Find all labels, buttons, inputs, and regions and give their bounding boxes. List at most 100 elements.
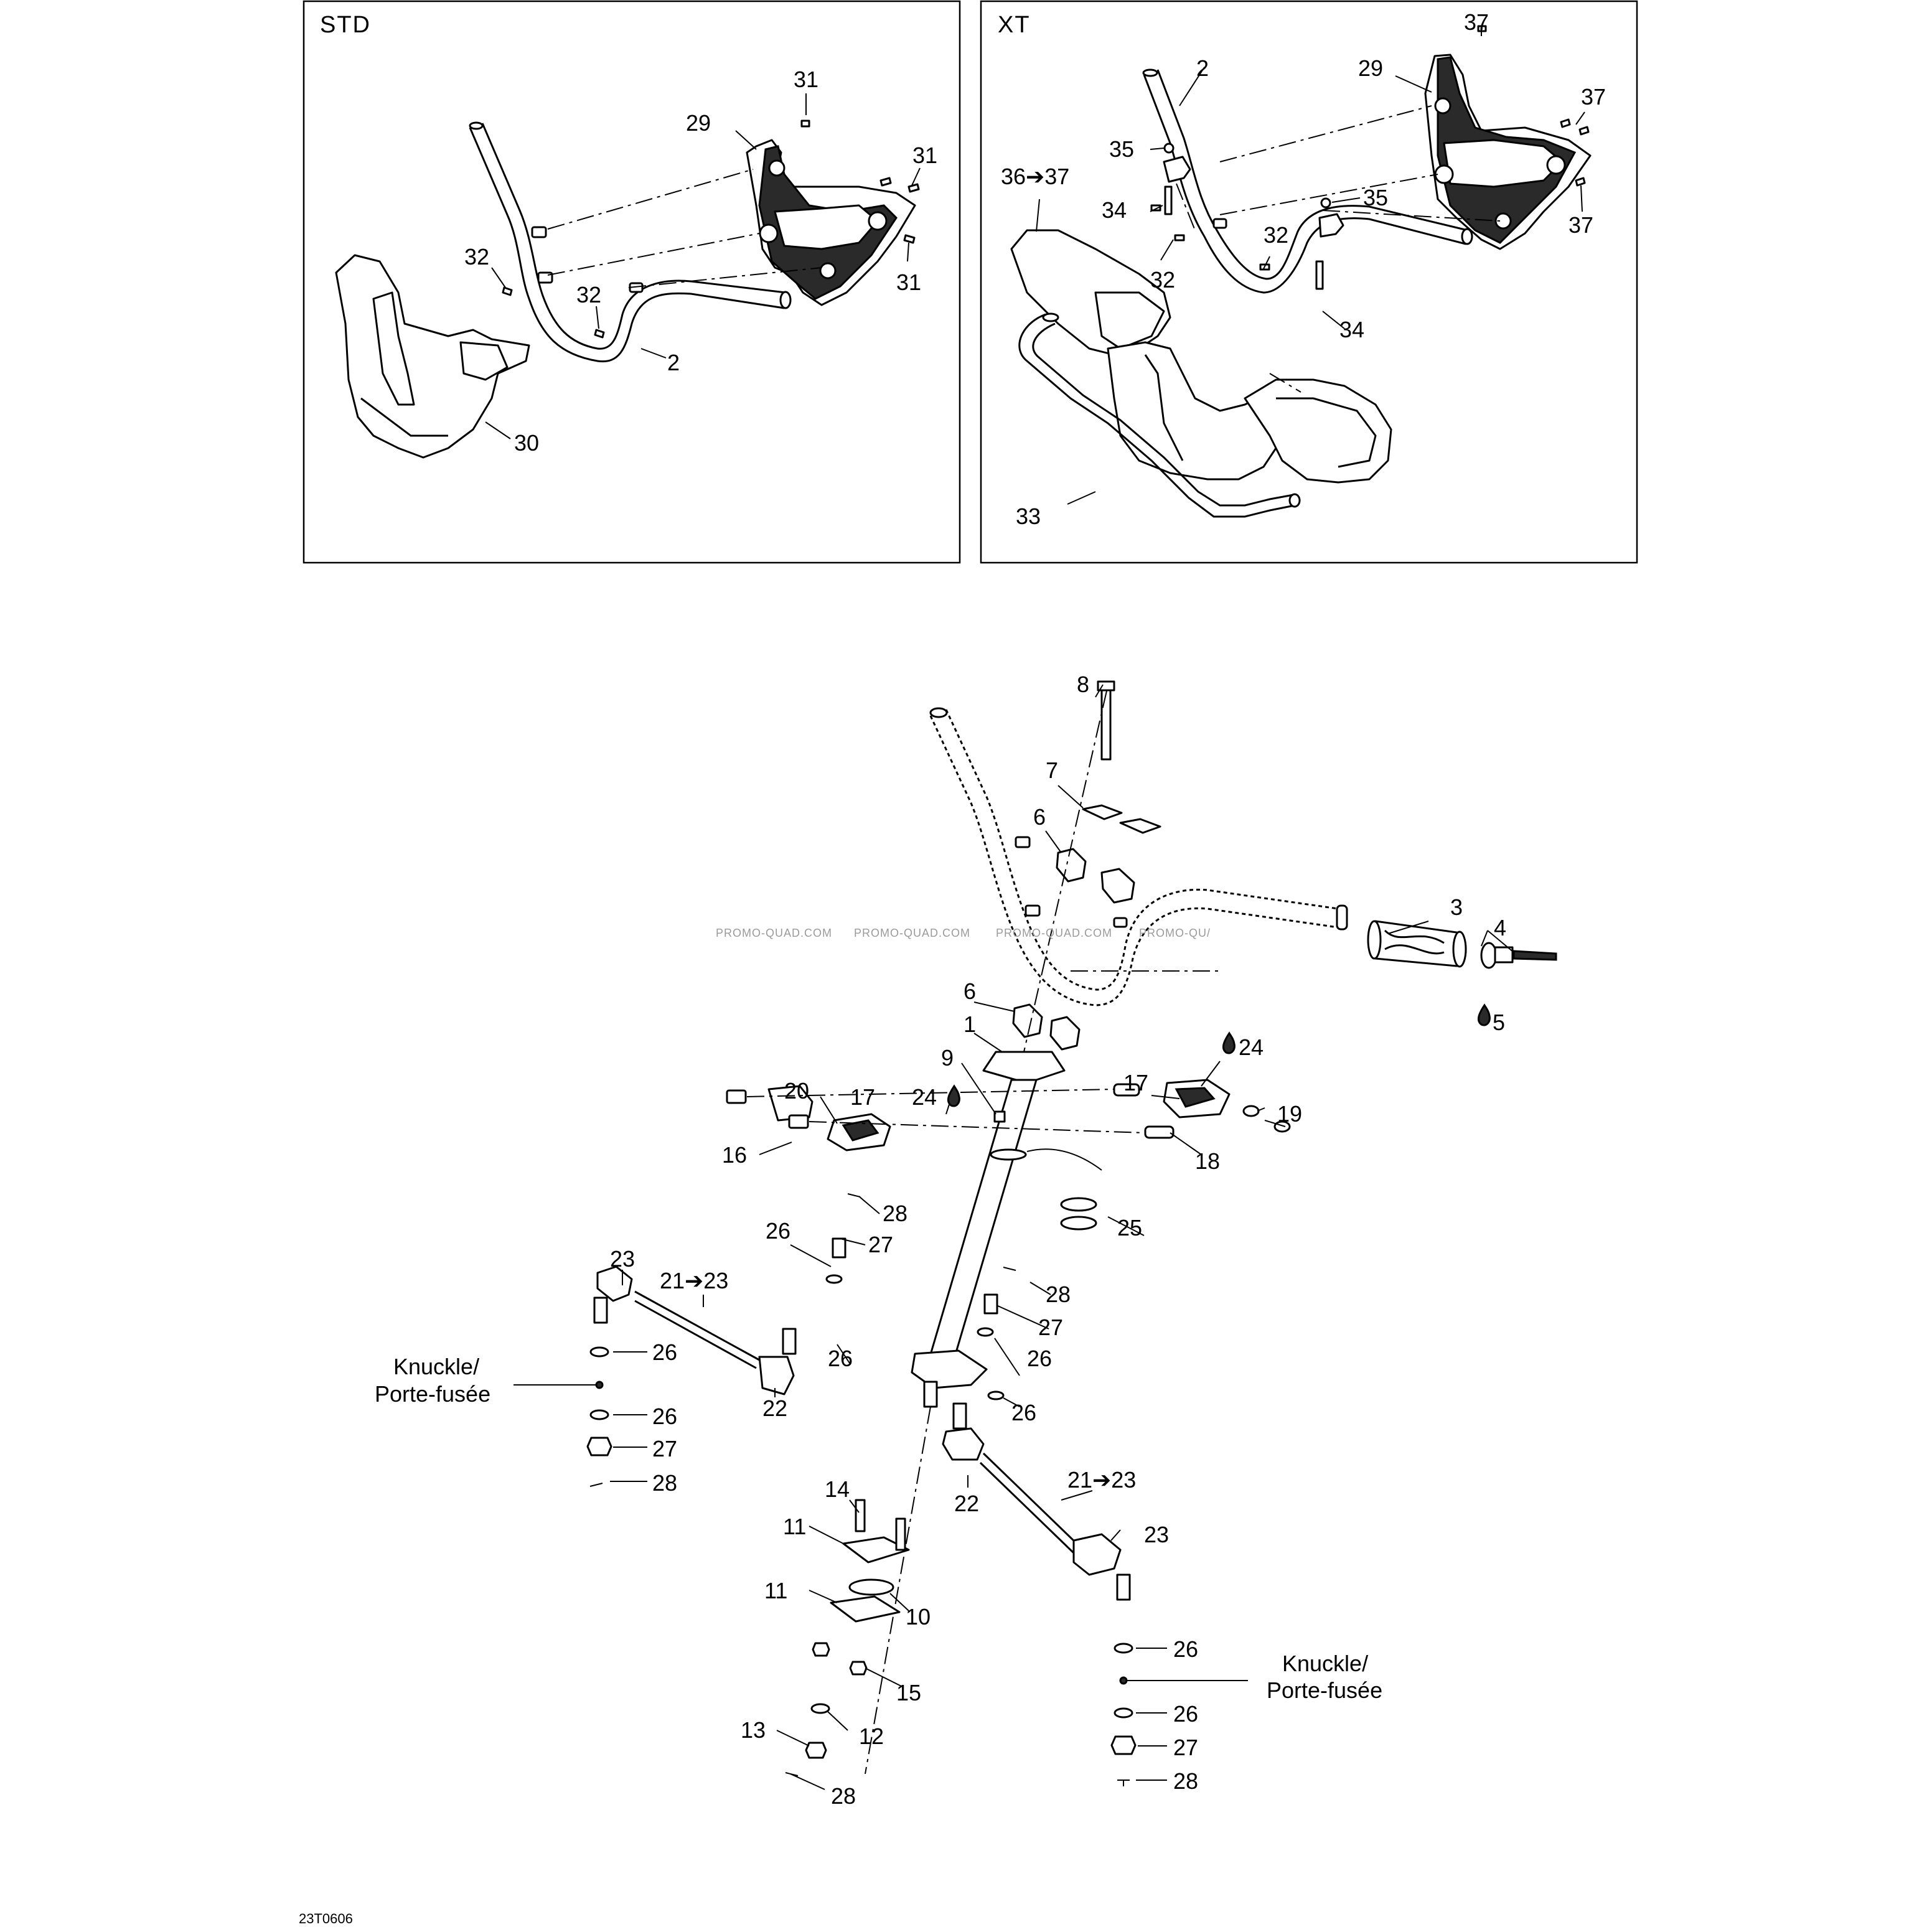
watermark-2: PROMO-QUAD.COM — [854, 927, 970, 939]
xt-panel-title: XT — [998, 12, 1031, 38]
xt-callout-33: 33 — [1016, 504, 1041, 529]
handlebar-clamp — [1012, 680, 1161, 1051]
main-assembly: 8 7 6 3 4 5 6 1 9 24 24 20 17 17 16 19 1… — [375, 672, 1557, 1809]
tie-rod-right — [942, 1402, 1131, 1601]
callout-11b: 11 — [764, 1578, 787, 1603]
callout-27b: 27 — [1038, 1315, 1063, 1340]
callout-28c: 28 — [652, 1470, 677, 1496]
callout-26g: 26 — [1173, 1636, 1198, 1662]
callout-6b: 6 — [964, 978, 976, 1004]
o-rings — [1026, 1148, 1102, 1231]
xt-callout-32b: 32 — [1264, 222, 1288, 248]
std-callout-29: 29 — [686, 110, 711, 136]
tie-rod-left — [593, 1265, 797, 1395]
callout-17b: 17 — [1123, 1070, 1148, 1095]
callout-8: 8 — [1077, 672, 1089, 697]
steering-column — [911, 1051, 1066, 1408]
knuckle-right-line2: Porte-fusée — [1267, 1677, 1382, 1703]
xt-callout-2: 2 — [1196, 55, 1209, 81]
xt-callout-34b: 34 — [1339, 317, 1364, 342]
callout-26e: 26 — [652, 1404, 677, 1429]
callout-19: 19 — [1277, 1101, 1302, 1127]
callout-21a: 21➔23 — [660, 1268, 728, 1293]
callout-3: 3 — [1450, 894, 1463, 920]
xt-callout-35a: 35 — [1109, 136, 1134, 162]
callout-28b: 28 — [1046, 1282, 1071, 1307]
callout-13: 13 — [741, 1717, 766, 1743]
xt-screws — [1150, 25, 1590, 290]
watermark-1: PROMO-QUAD.COM — [716, 927, 832, 939]
xt-callout-37a: 37 — [1464, 9, 1489, 35]
xt-handguard-assembly — [1010, 229, 1392, 518]
main-handlebar — [929, 707, 1348, 1006]
xt-callout-37b: 37 — [1581, 84, 1606, 110]
callout-15: 15 — [896, 1680, 921, 1705]
std-callout-2: 2 — [667, 350, 680, 375]
knuckle-right-line1: Knuckle/ — [1282, 1651, 1368, 1676]
callout-14: 14 — [825, 1476, 850, 1502]
callout-22b: 22 — [954, 1491, 979, 1516]
xt-callout-37c: 37 — [1569, 212, 1593, 238]
watermark-4: PROMO-QU/ — [1139, 927, 1211, 939]
std-callout-31a: 31 — [794, 67, 818, 92]
callout-11a: 11 — [783, 1514, 806, 1539]
callout-12: 12 — [859, 1723, 884, 1749]
callout-24a: 24 — [1239, 1034, 1264, 1060]
xt-handlebar — [1142, 68, 1473, 294]
callout-27a: 27 — [868, 1232, 893, 1257]
xt-deflector-bracket — [1424, 54, 1592, 250]
callout-26b: 26 — [828, 1346, 853, 1371]
callout-21b: 21➔23 — [1067, 1467, 1136, 1493]
xt-callout-35b: 35 — [1363, 185, 1388, 210]
callout-27d: 27 — [1173, 1735, 1198, 1760]
callout-24b: 24 — [912, 1084, 937, 1110]
callout-4: 4 — [1494, 915, 1506, 940]
std-callout-32b: 32 — [576, 282, 601, 307]
callout-26d: 26 — [652, 1339, 677, 1365]
steering-bearing-assembly — [805, 1499, 910, 1759]
watermark-3: PROMO-QUAD.COM — [996, 927, 1112, 939]
std-panel-frame — [302, 0, 961, 564]
callout-28e: 28 — [1173, 1768, 1198, 1794]
grease-drop-icon — [947, 1003, 1491, 1107]
callout-17a: 17 — [850, 1084, 875, 1110]
std-panel-title: STD — [320, 12, 371, 38]
std-handlebar — [469, 121, 792, 363]
std-callout-31b: 31 — [912, 143, 937, 168]
callout-28d: 28 — [831, 1783, 856, 1809]
callout-6a: 6 — [1033, 804, 1046, 830]
callout-22a: 22 — [762, 1395, 787, 1421]
std-callout-30: 30 — [514, 430, 539, 456]
callout-20: 20 — [784, 1078, 809, 1104]
callout-7: 7 — [1046, 757, 1058, 783]
callout-18: 18 — [1195, 1148, 1220, 1174]
knuckle-left-line2: Porte-fusée — [375, 1381, 490, 1407]
callout-26h: 26 — [1173, 1701, 1198, 1727]
hardware — [586, 1110, 1137, 1755]
xt-callout-32a: 32 — [1150, 267, 1175, 293]
column-support — [726, 1079, 1291, 1151]
callout-16: 16 — [722, 1142, 747, 1168]
callout-28a: 28 — [883, 1201, 907, 1226]
callout-26f: 26 — [1011, 1400, 1036, 1425]
drawing-code: 23T0606 — [299, 1911, 353, 1926]
callout-27c: 27 — [652, 1436, 677, 1461]
knuckle-left-line1: Knuckle/ — [393, 1354, 479, 1379]
handlebar-grip — [1367, 920, 1467, 968]
callout-1: 1 — [964, 1011, 976, 1037]
xt-panel-frame — [980, 0, 1638, 564]
callout-26a: 26 — [766, 1218, 790, 1244]
xt-callout-34a: 34 — [1102, 197, 1127, 223]
std-callout-32a: 32 — [464, 244, 489, 270]
callout-23a: 23 — [610, 1246, 635, 1272]
std-panel: STD — [302, 0, 961, 564]
callout-26c: 26 — [1027, 1346, 1052, 1371]
callout-23b: 23 — [1144, 1522, 1169, 1547]
xt-callout-29: 29 — [1358, 55, 1383, 81]
std-callout-31c: 31 — [896, 270, 921, 295]
std-screws — [502, 120, 920, 339]
callout-9: 9 — [941, 1045, 954, 1071]
callout-25: 25 — [1117, 1215, 1142, 1240]
callout-5: 5 — [1493, 1010, 1505, 1035]
